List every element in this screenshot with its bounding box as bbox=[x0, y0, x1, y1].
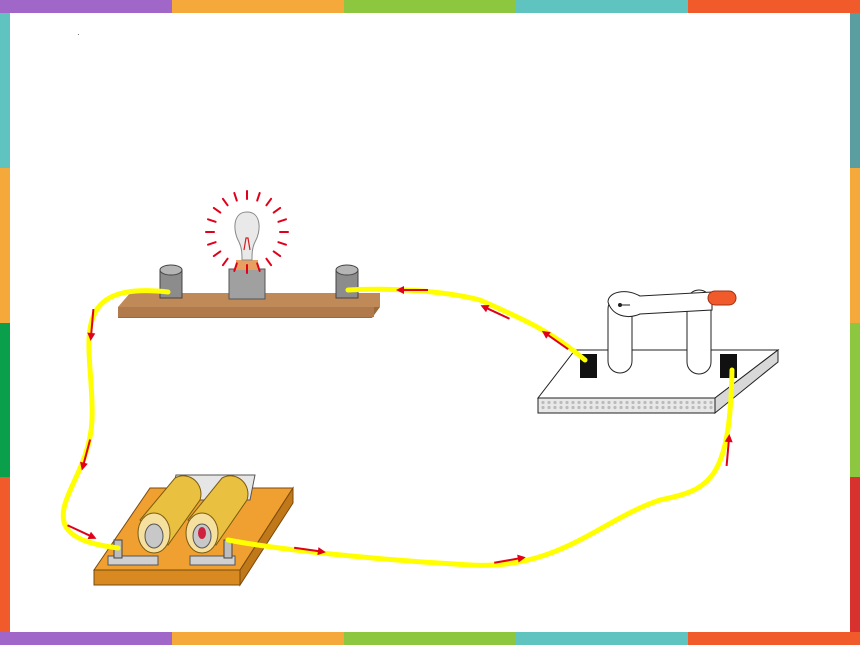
glow-ray bbox=[272, 206, 282, 214]
current-arrow bbox=[67, 524, 97, 540]
frame-bottom-segment bbox=[344, 632, 516, 645]
current-arrow bbox=[494, 554, 526, 564]
current-arrow bbox=[87, 308, 96, 341]
glow-ray bbox=[207, 218, 217, 223]
light-bulb-icon bbox=[234, 211, 260, 261]
right-terminal bbox=[335, 264, 359, 299]
glow-ray bbox=[265, 257, 273, 267]
frame-left-bar bbox=[0, 13, 10, 632]
glow-ray bbox=[221, 197, 229, 207]
wires bbox=[60, 286, 735, 568]
glow-ray bbox=[256, 262, 261, 272]
glow-ray bbox=[277, 218, 287, 223]
wire-bottom bbox=[225, 367, 735, 568]
frame-left-segment bbox=[0, 322, 10, 478]
frame-left-segment bbox=[0, 13, 10, 168]
frame-bottom-segment bbox=[172, 632, 344, 645]
frame-top-segment bbox=[516, 0, 688, 13]
glow-ray bbox=[233, 262, 238, 272]
wire-left bbox=[60, 288, 171, 551]
bulb-board bbox=[118, 190, 380, 318]
frame-left-segment bbox=[0, 477, 10, 632]
glow-ray bbox=[233, 192, 238, 202]
glow-ray bbox=[272, 250, 282, 258]
frame-right-segment bbox=[850, 322, 860, 478]
glow-ray bbox=[265, 197, 273, 207]
frame-top-segment bbox=[0, 0, 172, 13]
frame-bottom-segment bbox=[516, 632, 688, 645]
frame-left-segment bbox=[0, 167, 10, 323]
current-arrow bbox=[396, 286, 428, 294]
switch-handle bbox=[707, 290, 737, 306]
glow-ray bbox=[212, 250, 222, 258]
glow-ray bbox=[277, 241, 287, 246]
frame-right-segment bbox=[850, 167, 860, 323]
frame-bottom-bar bbox=[0, 632, 860, 645]
current-arrows bbox=[67, 286, 733, 564]
corner-mark: · bbox=[77, 30, 80, 39]
frame-top-bar bbox=[0, 0, 860, 13]
current-arrow bbox=[294, 546, 326, 556]
current-arrow bbox=[541, 330, 569, 350]
frame-top-segment bbox=[688, 0, 860, 13]
current-arrow bbox=[724, 434, 733, 467]
glow-ray bbox=[207, 241, 217, 246]
battery-cell-2 bbox=[185, 475, 249, 554]
frame-right-segment bbox=[850, 477, 860, 632]
current-arrow bbox=[80, 439, 92, 471]
frame-right-bar bbox=[850, 13, 860, 632]
frame-bottom-segment bbox=[688, 632, 860, 645]
knife-switch bbox=[536, 289, 780, 415]
frame-top-segment bbox=[344, 0, 516, 13]
frame-bottom-segment bbox=[0, 632, 172, 645]
glow-ray bbox=[256, 192, 261, 202]
glow-ray bbox=[221, 257, 229, 267]
frame-right-segment bbox=[850, 13, 860, 168]
glow-ray bbox=[212, 206, 222, 214]
battery-holder bbox=[93, 474, 294, 587]
battery-cell-1 bbox=[137, 475, 202, 554]
current-arrow bbox=[480, 304, 510, 320]
frame-top-segment bbox=[172, 0, 344, 13]
wire-top bbox=[345, 286, 588, 363]
bulb-glow-rays bbox=[205, 190, 289, 274]
